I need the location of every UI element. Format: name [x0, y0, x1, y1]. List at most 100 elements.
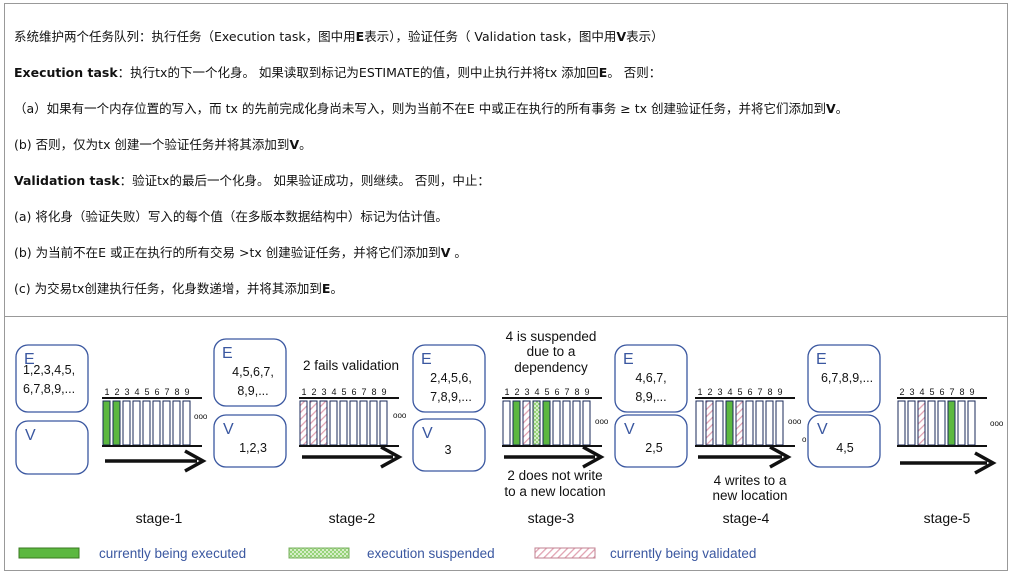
- stage-2-e-queue-contents: 4,5,6,7,: [232, 365, 274, 379]
- stage-3-tx-number: 2: [514, 387, 519, 397]
- stage-2-tx-number: 7: [361, 387, 366, 397]
- stage-1-tx-bar: [162, 400, 171, 446]
- stage-5-tx-number: 7: [949, 387, 954, 397]
- stage-3-arrow-head: [582, 445, 605, 469]
- stage-4-e-queue-box: [614, 344, 688, 413]
- stage-2-v-queue-contents: 1,2,3: [239, 441, 267, 455]
- stage-3-e-queue-contents: 2,4,5,6,: [430, 371, 472, 385]
- stage-4-v-queue-label: V: [624, 421, 635, 438]
- stage-2-e-queue-box: [213, 338, 287, 407]
- legend-suspended-label: execution suspended: [367, 546, 495, 561]
- stage-1-e-queue-box: [15, 344, 89, 413]
- stage-2-tx-bar: [349, 400, 358, 446]
- stage-5-tx-bar: [957, 400, 966, 446]
- stage-4-tx-bar: [765, 400, 774, 446]
- stage-5-tx-bar: [967, 400, 976, 446]
- stage-4-tx-number: 7: [757, 387, 762, 397]
- stage-4-tx-bar: [735, 400, 744, 446]
- stage-5-tx-number: 2: [899, 387, 904, 397]
- stage-3-annotation: 4 is suspended: [506, 329, 597, 344]
- stage-5-e-queue-box: [807, 344, 881, 413]
- stage-2-e-queue-label: E: [222, 345, 233, 362]
- stage-2-label: stage-2: [329, 510, 376, 526]
- stage-4-v-queue-box: [614, 414, 688, 468]
- stage-5-e-queue-contents: 6,7,8,9,...: [821, 371, 873, 385]
- stage-1-tx-number: 9: [184, 387, 189, 397]
- execution-case-b-line: (b) 否则，仅为tx 创建一个验证任务并将其添加到V。: [14, 137, 312, 152]
- stage-4-annotation: 4 writes to a: [714, 473, 787, 488]
- stage-1-tx-number: 2: [114, 387, 119, 397]
- stage-2-tx-bar: [319, 400, 328, 446]
- stage-3-e-queue-box: [412, 344, 486, 413]
- stage-5-label: stage-5: [924, 510, 971, 526]
- stage-1-tx-number: 1: [104, 387, 109, 397]
- stage-4-tx-number: 1: [697, 387, 702, 397]
- stage-4-tx-number: 4: [727, 387, 732, 397]
- stage-5-tx-bar: [897, 400, 906, 446]
- stage-2-tx-number: 4: [331, 387, 336, 397]
- stage-3-tx-bar: [542, 400, 551, 446]
- stage-3-tx-bar: [532, 400, 541, 446]
- stage-2-tx-bar: [359, 400, 368, 446]
- stage-3-tx-bar: [582, 400, 591, 446]
- stage-4-e-queue-label: E: [623, 351, 634, 368]
- stage-1-tx-bar: [112, 400, 121, 446]
- stage-5-v-queue-contents: 4,5: [836, 441, 853, 455]
- stage-3-e-queue-contents: 7,8,9,...: [430, 390, 472, 404]
- stage-3-tx-number: 4: [534, 387, 539, 397]
- execution-case-a-line: （a）如果有一个内存位置的写入，而 tx 的先前完成化身尚未写入，则为当前不在E…: [14, 101, 849, 116]
- stage-2-tx-number: 1: [301, 387, 306, 397]
- stage-4-tx-bar: [695, 400, 704, 446]
- stage-3-tx-bar: [572, 400, 581, 446]
- stage-5-tx-bar: [937, 400, 946, 446]
- stage-3-annotation: due to a: [527, 344, 576, 359]
- stage-3-v-queue-contents: 3: [445, 443, 452, 457]
- stage-5-tx-number: 3: [909, 387, 914, 397]
- legend-validating-swatch: [534, 547, 596, 559]
- validation-case-c-line: (c) 为交易tx创建执行任务，化身数递增，并将其添加到E。: [14, 281, 343, 296]
- stage-5-tx-number: 6: [939, 387, 944, 397]
- stage-4-label: stage-4: [723, 510, 770, 526]
- stage-5-tx-bar: [907, 400, 916, 446]
- stage-3-annotation: dependency: [514, 360, 588, 375]
- stage-3-annotation: to a new location: [504, 484, 605, 499]
- stage-1-ellipsis: ooo: [194, 412, 208, 421]
- stage-3-ellipsis: ooo: [595, 417, 609, 426]
- stage-4-tx-number: 5: [737, 387, 742, 397]
- stage-3-tx-number: 3: [524, 387, 529, 397]
- stage-3-tx-bar: [512, 400, 521, 446]
- stage-3-tx-bar: [552, 400, 561, 446]
- stage-2-v-queue-label: V: [223, 421, 234, 438]
- stage-4-tx-bar: [745, 400, 754, 446]
- stage-5-tx-bar: [947, 400, 956, 446]
- stage-1-tx-bar: [122, 400, 131, 446]
- validation-case-a-line: (a) 将化身（验证失败）写入的每个值（在多版本数据结构中）标记为估计值。: [14, 209, 448, 224]
- stage-4-tx-bar: [705, 400, 714, 446]
- legend-suspended-swatch: [288, 547, 350, 559]
- stage-1-tx-number: 7: [164, 387, 169, 397]
- stage-4-tx-number: 9: [777, 387, 782, 397]
- stage-3-label: stage-3: [528, 510, 575, 526]
- stage-1-e-queue-label: E: [24, 351, 35, 368]
- stage-5-v-queue-box: [807, 414, 881, 468]
- stage-5-ellipsis: ooo: [990, 419, 1004, 428]
- stage-4-tx-bar: [715, 400, 724, 446]
- stage-3-tx-number: 8: [574, 387, 579, 397]
- stage-2-ellipsis: ooo: [393, 411, 407, 420]
- stage-1-e-queue-contents: 1,2,3,4,5,: [23, 363, 75, 377]
- stage-4-tx-bar: [775, 400, 784, 446]
- stage-4-tx-bar: [725, 400, 734, 446]
- stage-3-tx-bar: [502, 400, 511, 446]
- stage-5-tx-number: 5: [929, 387, 934, 397]
- stage-3-tx-bar: [562, 400, 571, 446]
- stage-1-v-queue-box: [15, 420, 89, 475]
- stage-5-v-queue-label: V: [817, 421, 828, 438]
- stage-4-annotation: new location: [712, 488, 787, 503]
- stage-3-tx-bar: [522, 400, 531, 446]
- stage-1-tx-number: 3: [124, 387, 129, 397]
- stage-5-tx-number: 8: [959, 387, 964, 397]
- description-panel: 系统维护两个任务队列：执行任务（Execution task，图中用E表示），验…: [5, 4, 1007, 317]
- stage-1-tx-bar: [132, 400, 141, 446]
- stage-2-tx-number: 8: [371, 387, 376, 397]
